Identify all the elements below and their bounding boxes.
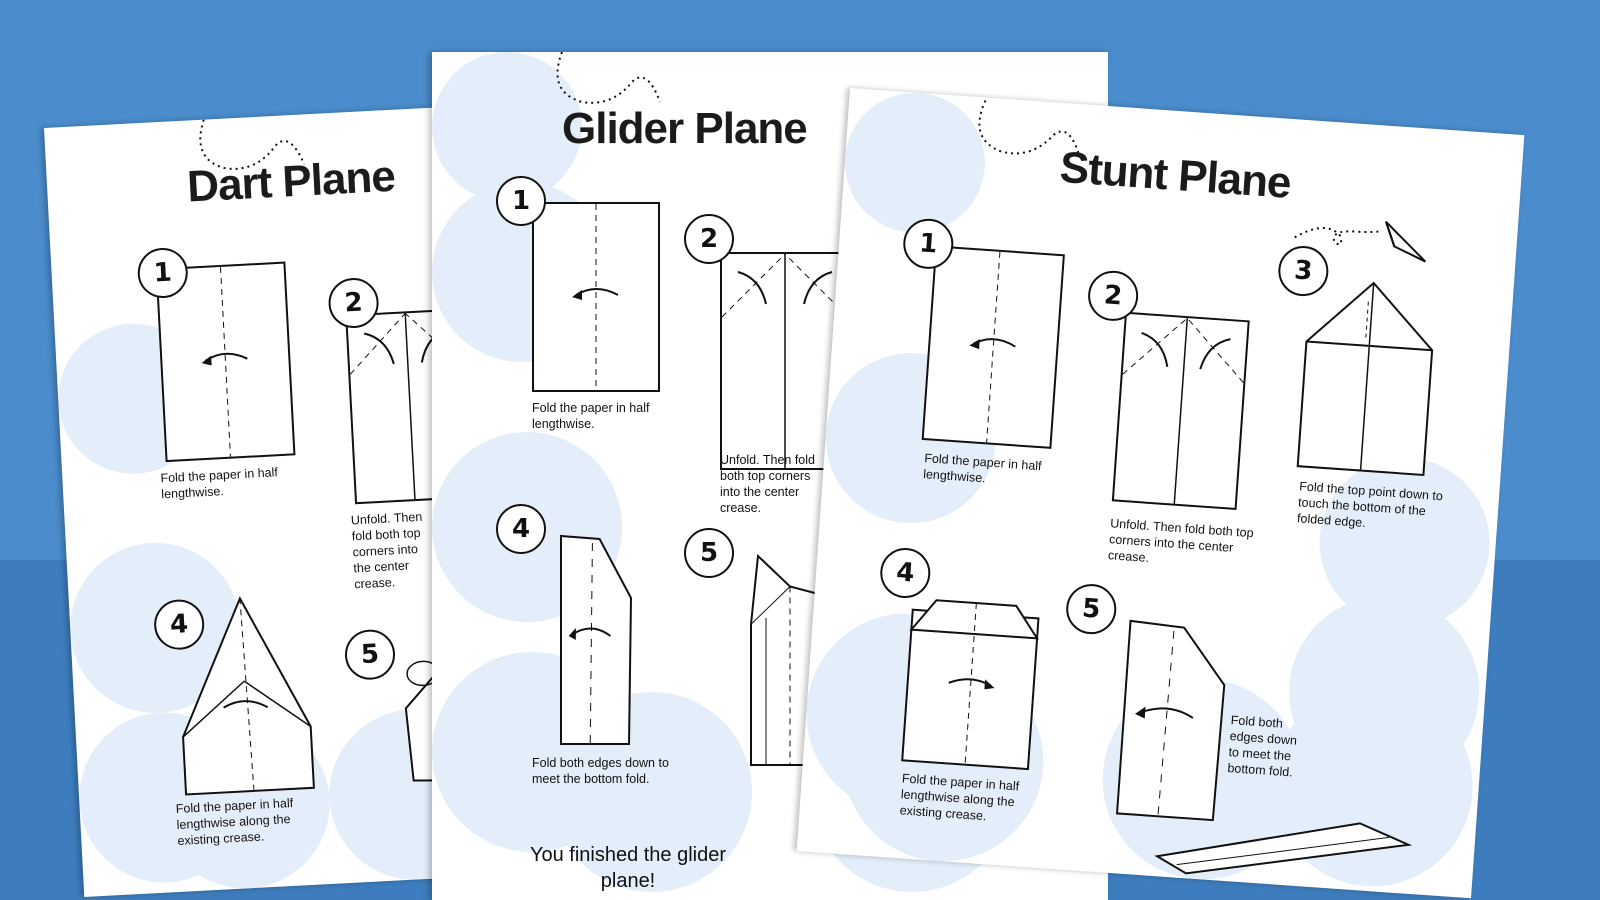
step-number-badge: 1 bbox=[496, 176, 546, 226]
step-diagram bbox=[155, 261, 296, 468]
step-diagram bbox=[532, 202, 660, 397]
step-caption: Fold both edges down to meet the bottom … bbox=[1226, 713, 1298, 780]
step-caption: Fold the paper in half lengthwise along … bbox=[175, 795, 294, 848]
step-number-badge: 2 bbox=[684, 214, 734, 264]
step-diagram bbox=[921, 245, 1065, 454]
step-diagram bbox=[1115, 619, 1230, 826]
step-number-badge: 4 bbox=[878, 546, 932, 600]
finish-message: You finished the glider plane! bbox=[529, 844, 727, 892]
step-number-badge: 4 bbox=[496, 504, 546, 554]
page-title: Dart Plane bbox=[186, 151, 396, 212]
step-diagram bbox=[901, 598, 1041, 777]
step-diagram bbox=[1296, 278, 1437, 481]
step-caption: Fold both edges down to meet the bottom … bbox=[532, 756, 669, 786]
step-diagram bbox=[1111, 311, 1250, 515]
step-caption: Fold the paper in half lengthwise. bbox=[160, 465, 279, 502]
step-caption: Fold the paper in half lengthwise. bbox=[532, 401, 650, 431]
step-diagram bbox=[175, 594, 315, 801]
step-caption: Unfold. Then fold both top corners into … bbox=[1107, 516, 1255, 565]
step-caption: Unfold. Then fold both top corners into … bbox=[350, 509, 423, 592]
step-caption: Unfold. Then fold both top corners into … bbox=[720, 453, 815, 515]
step-number-badge: 5 bbox=[343, 628, 397, 681]
step-number-badge: 5 bbox=[684, 528, 734, 578]
page-title: Stunt Plane bbox=[1058, 142, 1293, 208]
step-caption: Fold the top point down to touch the bot… bbox=[1296, 479, 1444, 531]
step-number-badge: 5 bbox=[1064, 582, 1118, 636]
cloud-shape bbox=[840, 88, 990, 238]
page-title: Glider Plane bbox=[562, 104, 808, 153]
step-diagram bbox=[560, 534, 633, 750]
